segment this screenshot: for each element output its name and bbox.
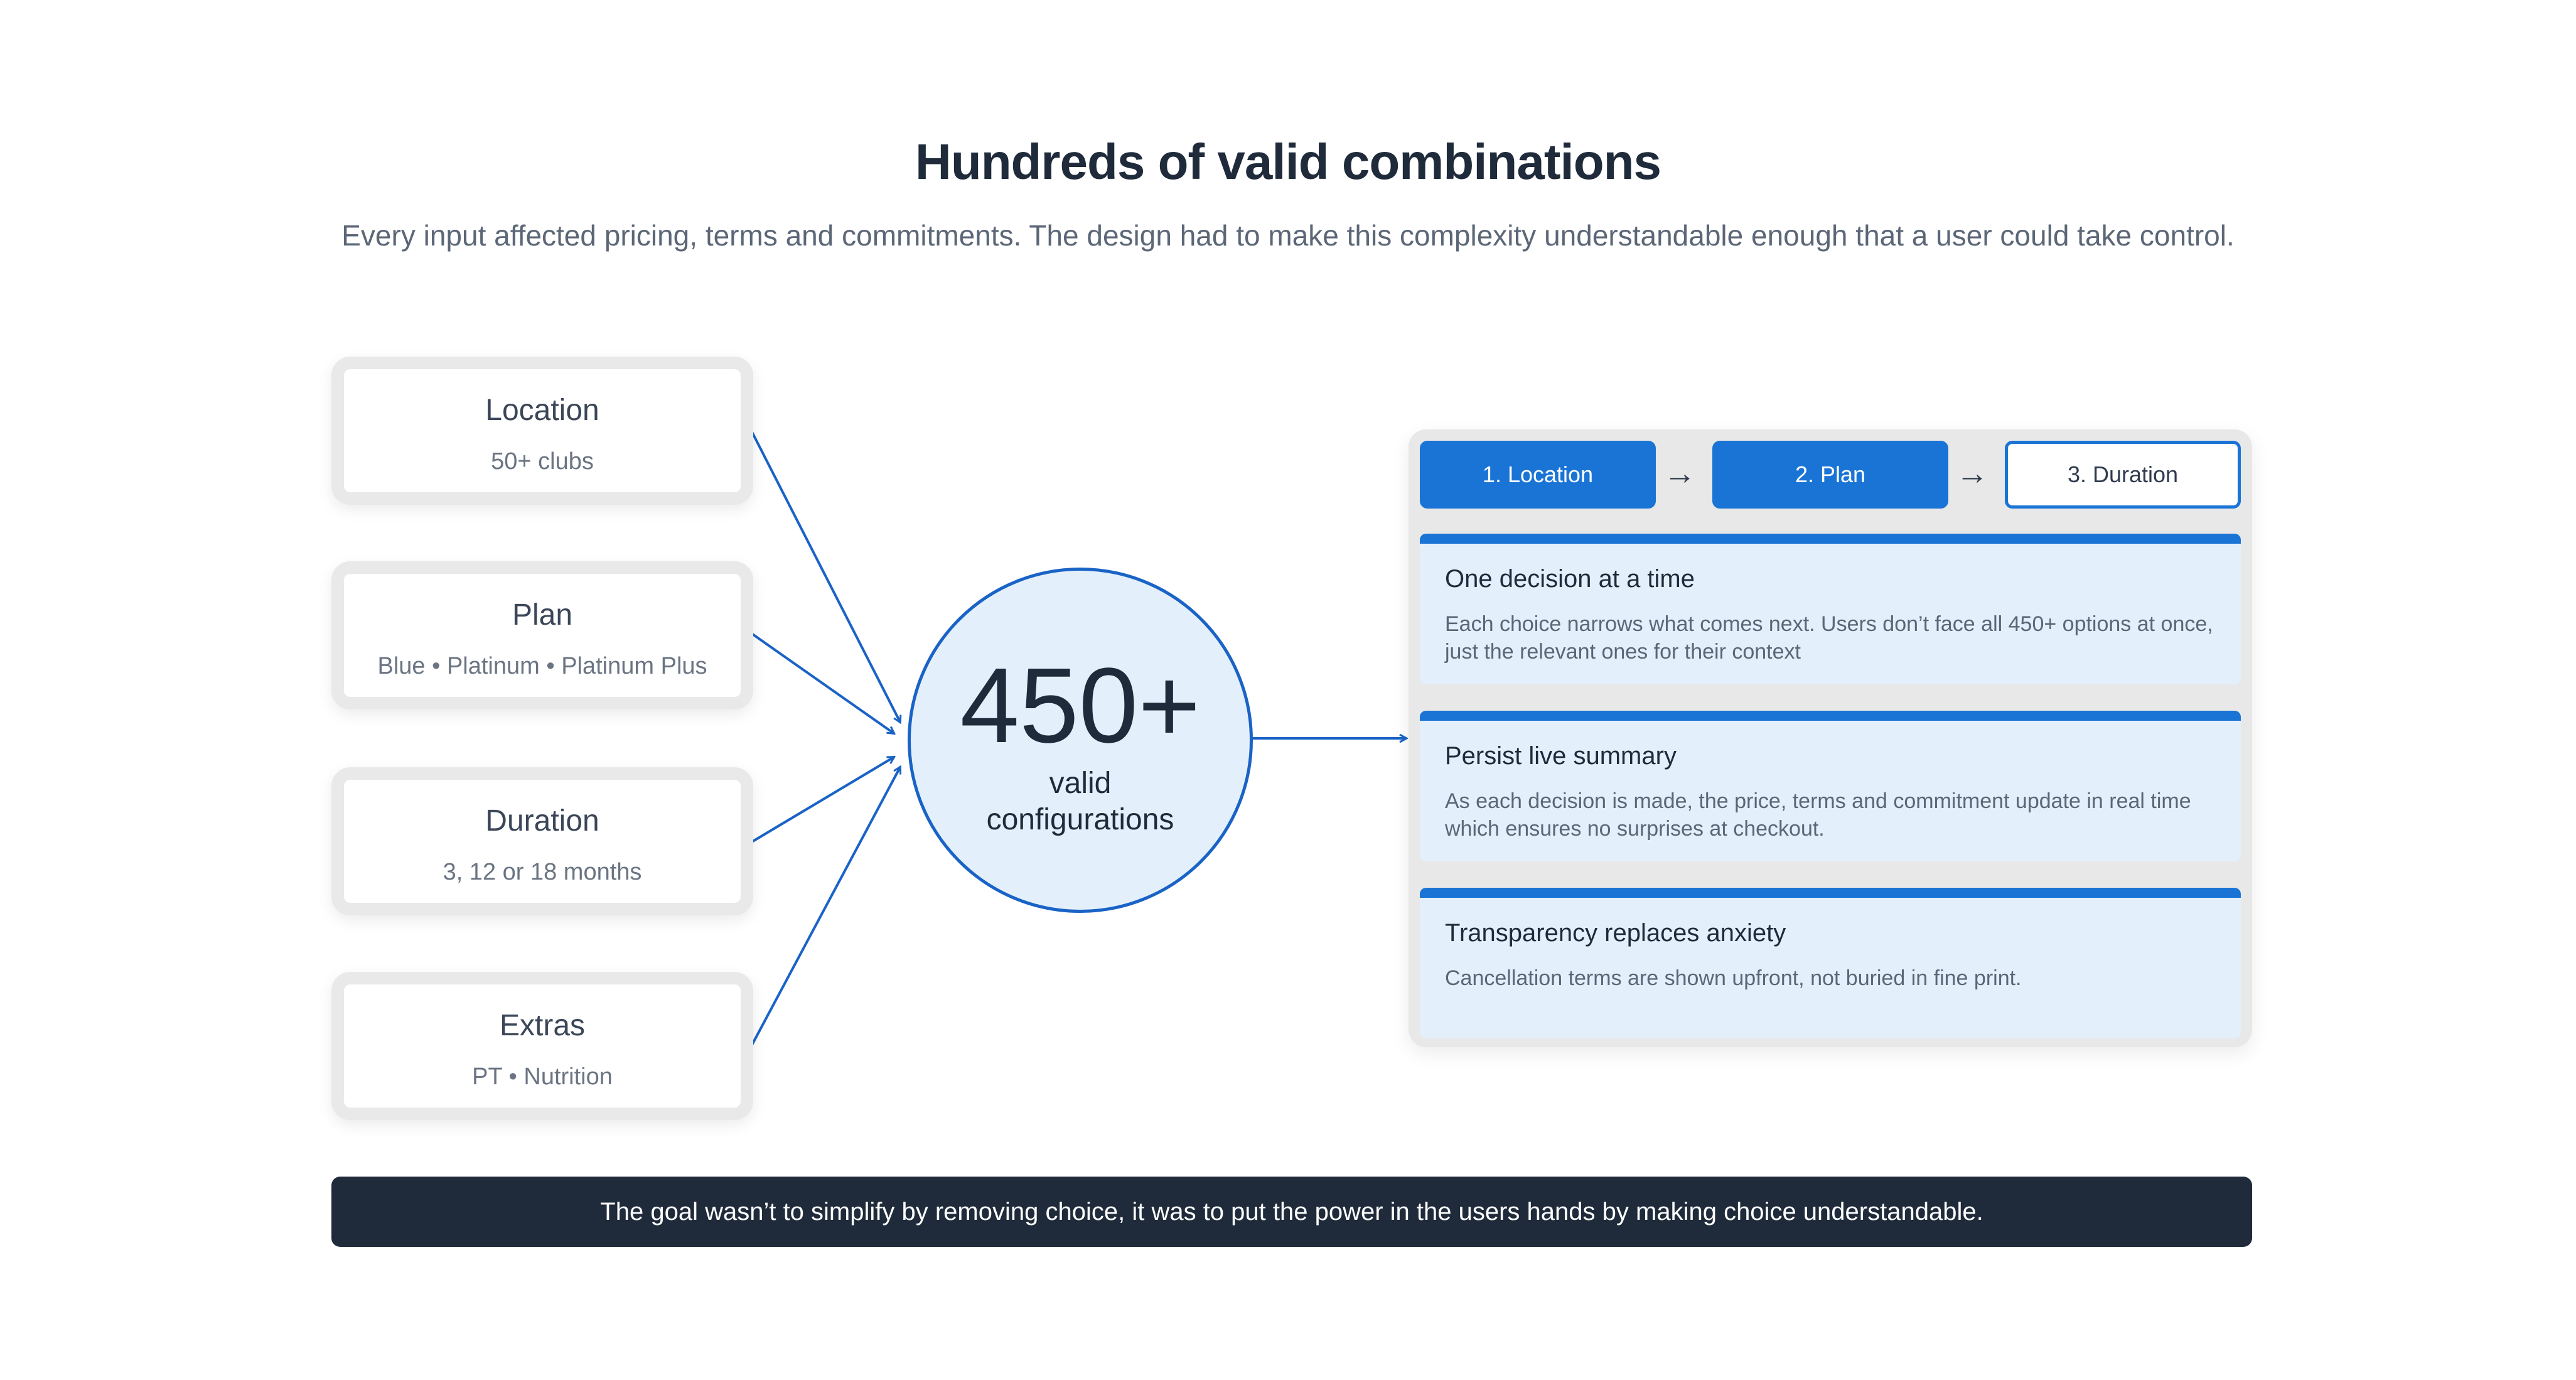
input-card-sub: PT • Nutrition [472, 1064, 613, 1090]
feature-card-transparency: Transparency replaces anxiety Cancellati… [1420, 888, 2241, 1038]
configurations-hub: 450+ valid configurations [908, 568, 1253, 913]
configurations-label: valid configurations [911, 765, 1250, 838]
feature-body: Each choice narrows what comes next. Use… [1445, 612, 2213, 664]
feature-card-live-summary: Persist live summary As each decision is… [1420, 711, 2241, 861]
step-location[interactable]: 1. Location [1420, 441, 1656, 509]
input-card-sub: 3, 12 or 18 months [443, 859, 642, 885]
arrow-duration-to-hub [749, 757, 894, 844]
arrow-location-to-hub [749, 429, 900, 722]
feature-body: Cancellation terms are shown upfront, no… [1445, 966, 2022, 990]
page-title: Hundreds of valid combinations [915, 134, 1661, 190]
arrow-plan-to-hub [749, 632, 894, 733]
input-card-label: Extras [499, 1009, 586, 1042]
feature-title: Transparency replaces anxiety [1445, 919, 1786, 947]
input-card-label: Plan [512, 598, 573, 632]
input-card-label: Location [485, 394, 599, 427]
configurations-label-line2: configurations [986, 803, 1174, 836]
input-card-extras: Extras PT • Nutrition [331, 972, 753, 1120]
input-card-duration: Duration 3, 12 or 18 months [331, 767, 753, 915]
arrow-right-icon: → [1956, 455, 1988, 492]
step-plan[interactable]: 2. Plan [1712, 441, 1948, 509]
flow-panel: 1. Location → 2. Plan → 3. Duration One … [1409, 429, 2252, 1047]
footer-banner: The goal wasn’t to simplify by removing … [331, 1177, 2252, 1247]
step-duration[interactable]: 3. Duration [2005, 441, 2241, 509]
input-card-label: Duration [485, 804, 599, 838]
arrow-extras-to-hub [749, 767, 900, 1048]
page-subtitle: Every input affected pricing, terms and … [341, 219, 2235, 252]
feature-title: Persist live summary [1445, 742, 1677, 770]
arrow-right-icon: → [1663, 455, 1696, 492]
feature-title: One decision at a time [1445, 565, 1695, 593]
input-card-sub: Blue • Platinum • Platinum Plus [377, 653, 707, 679]
input-card-plan: Plan Blue • Platinum • Platinum Plus [331, 561, 753, 709]
configurations-count: 450+ [960, 646, 1201, 765]
feature-body: As each decision is made, the price, ter… [1445, 789, 2191, 841]
input-card-location: Location 50+ clubs [331, 357, 753, 505]
input-card-sub: 50+ clubs [491, 448, 594, 475]
feature-card-one-decision: One decision at a time Each choice narro… [1420, 534, 2241, 684]
configurations-label-line1: valid [1049, 767, 1112, 800]
